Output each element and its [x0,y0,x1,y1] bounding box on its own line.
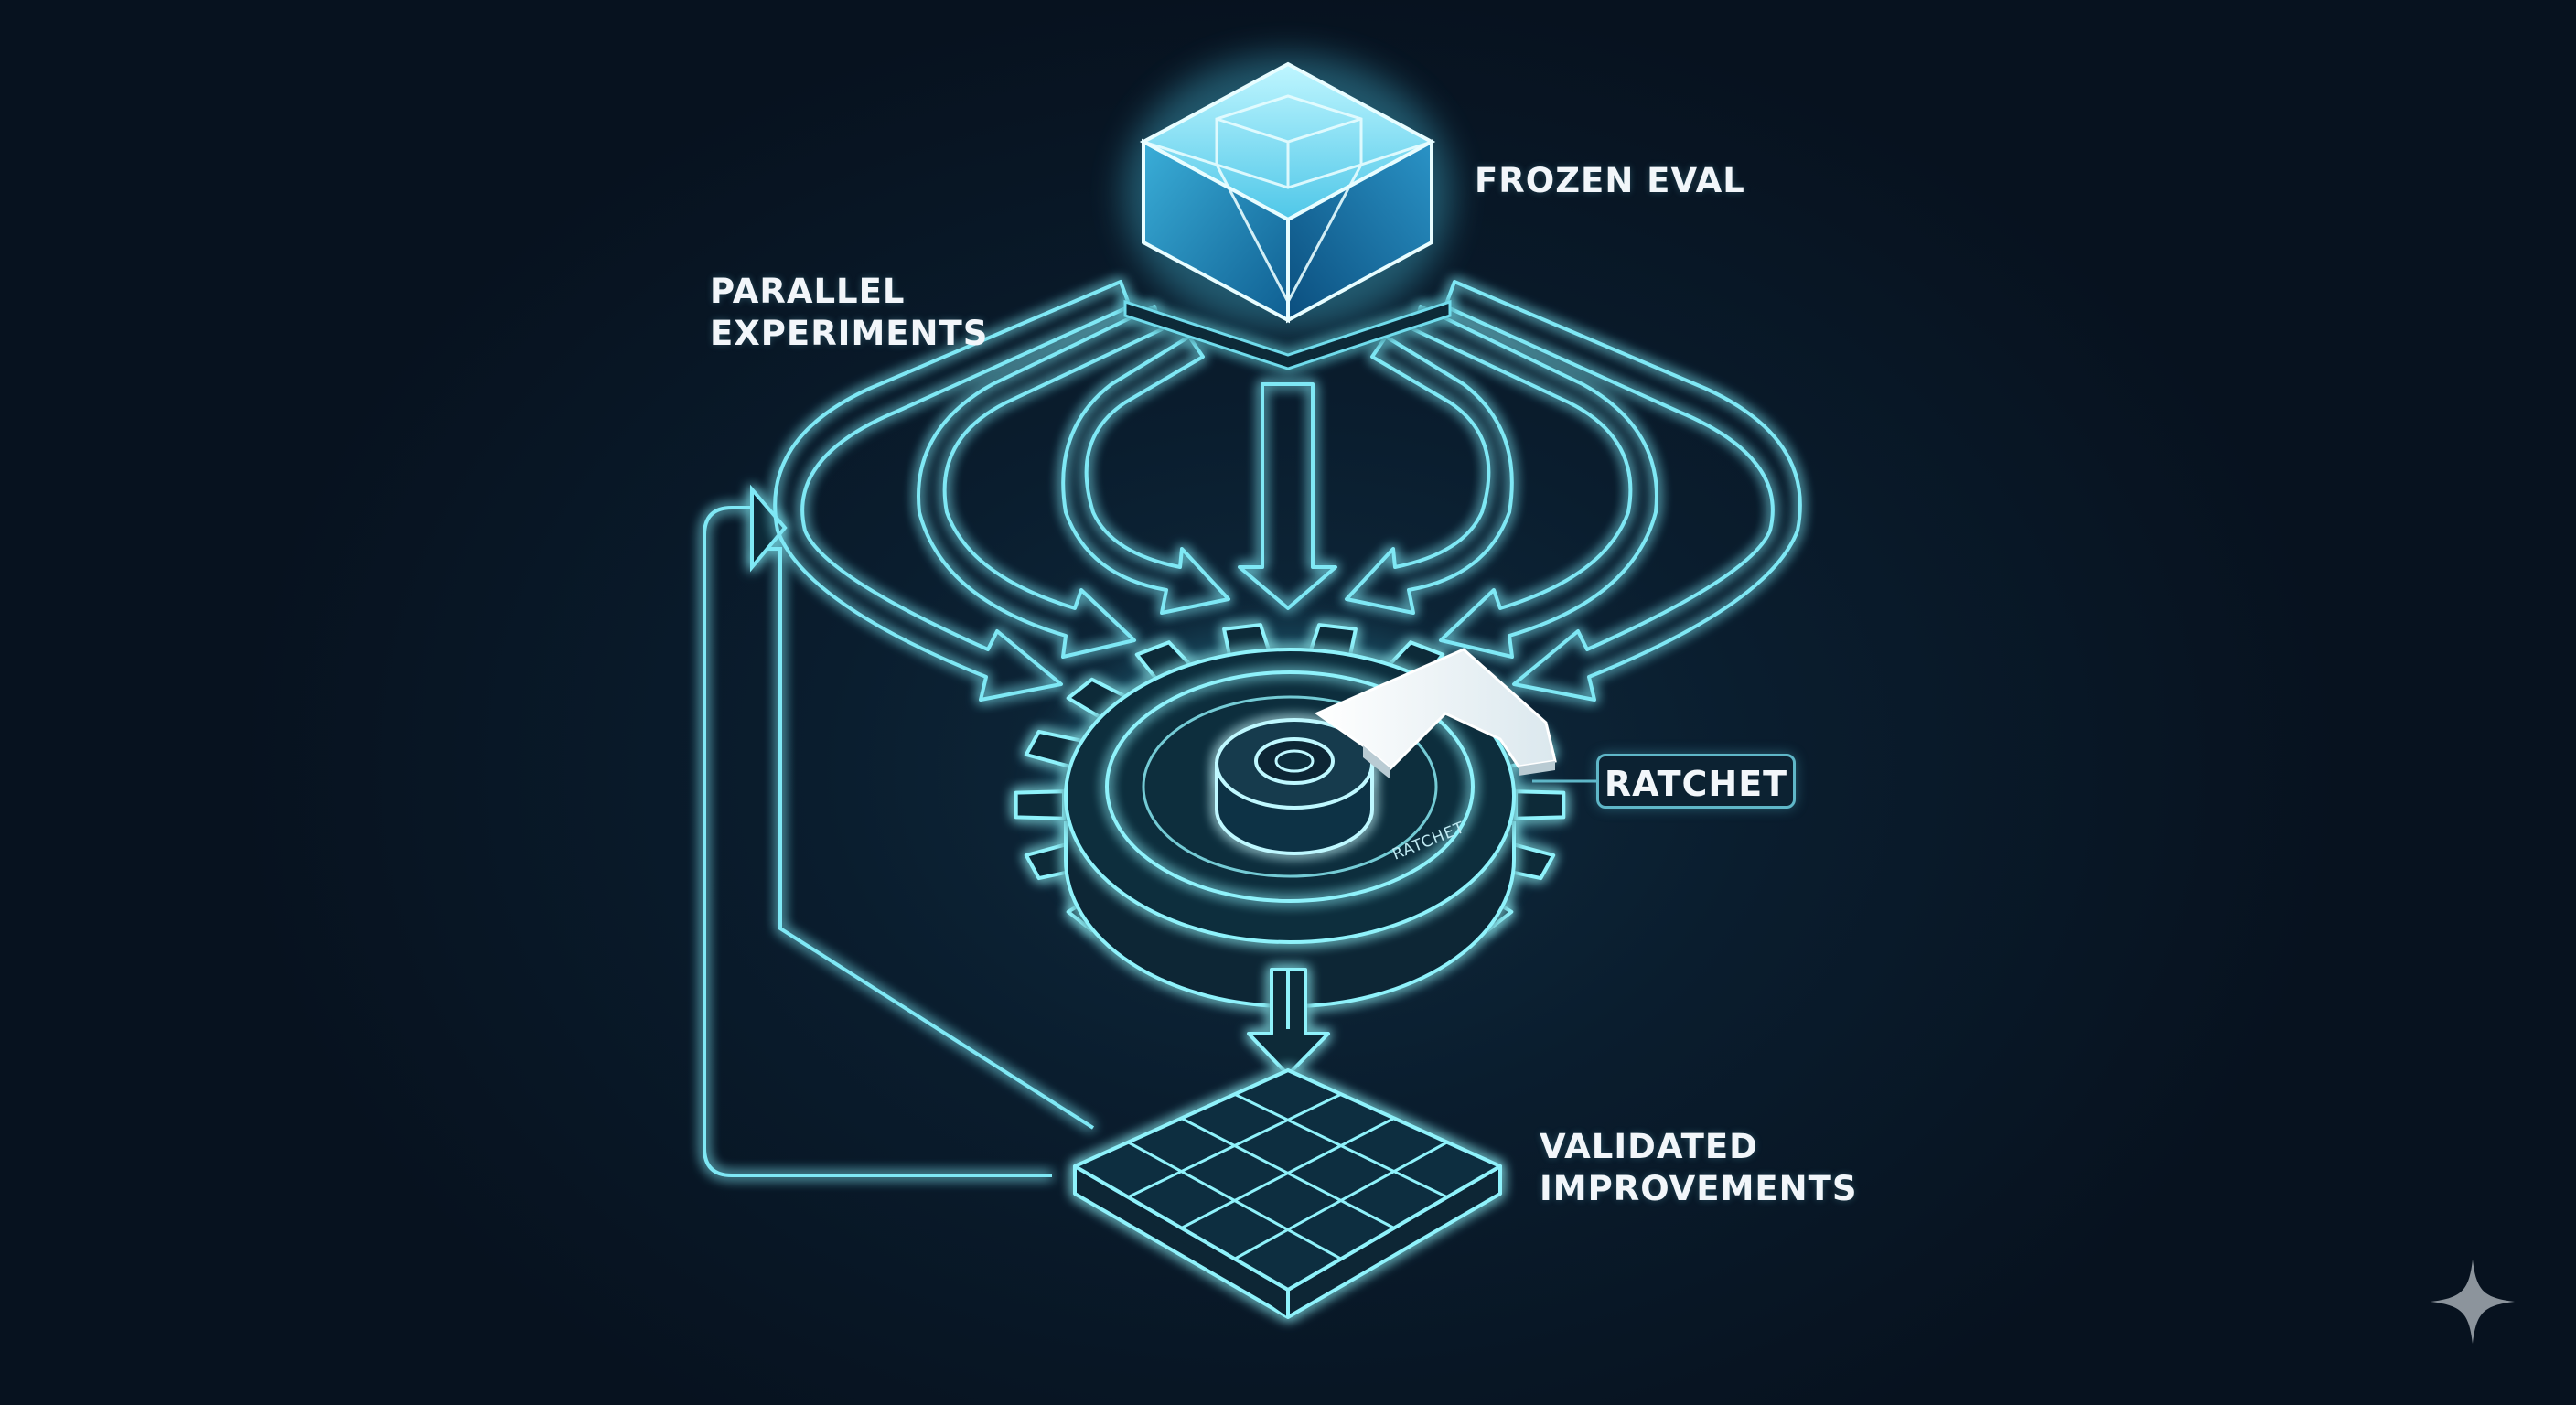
tray-grid-line [1234,1141,1448,1260]
experiment-flow-arrows [773,280,1802,702]
ratchet-callout-label: RATCHET [1596,754,1796,809]
tray-grid-line [1180,1117,1395,1229]
validated-label-line1: VALIDATED [1540,1127,1758,1166]
experiment-arrow [1444,280,1802,702]
ratchet-pawl [1314,648,1557,779]
parallel-experiments-label: PARALLEL EXPERIMENTS [710,271,988,355]
parallel-label-line1: PARALLEL [710,272,906,311]
experiment-arrow [917,305,1164,659]
sparkle-icon [2431,1260,2515,1344]
gear-hub [1215,718,1374,855]
experiment-arrow [1411,305,1658,659]
experiment-arrow [1345,335,1514,615]
experiment-arrow [1061,335,1230,615]
grid-tray-icon [1073,1068,1502,1319]
tray-grid-cells [1127,1092,1448,1260]
gear-ratchet-icon: RATCHET [1014,622,1566,1008]
experiment-arrow [773,280,1132,702]
validated-improvements-label: VALIDATED IMPROVEMENTS [1540,1126,1858,1210]
feedback-loop-arrow [703,484,1095,1177]
frozen-eval-label: FROZEN EVAL [1475,160,1745,202]
gear-tooth [1514,789,1566,820]
gear-tooth [1014,789,1066,820]
frozen-eval-label-text: FROZEN EVAL [1475,161,1745,200]
tray-grid-line [1234,1092,1448,1199]
crystal-cube-icon [1123,55,1453,370]
experiment-arrow [1238,382,1337,610]
output-arrow [1247,968,1330,1077]
validated-label-line2: IMPROVEMENTS [1540,1169,1858,1208]
parallel-label-line2: EXPERIMENTS [710,314,989,353]
